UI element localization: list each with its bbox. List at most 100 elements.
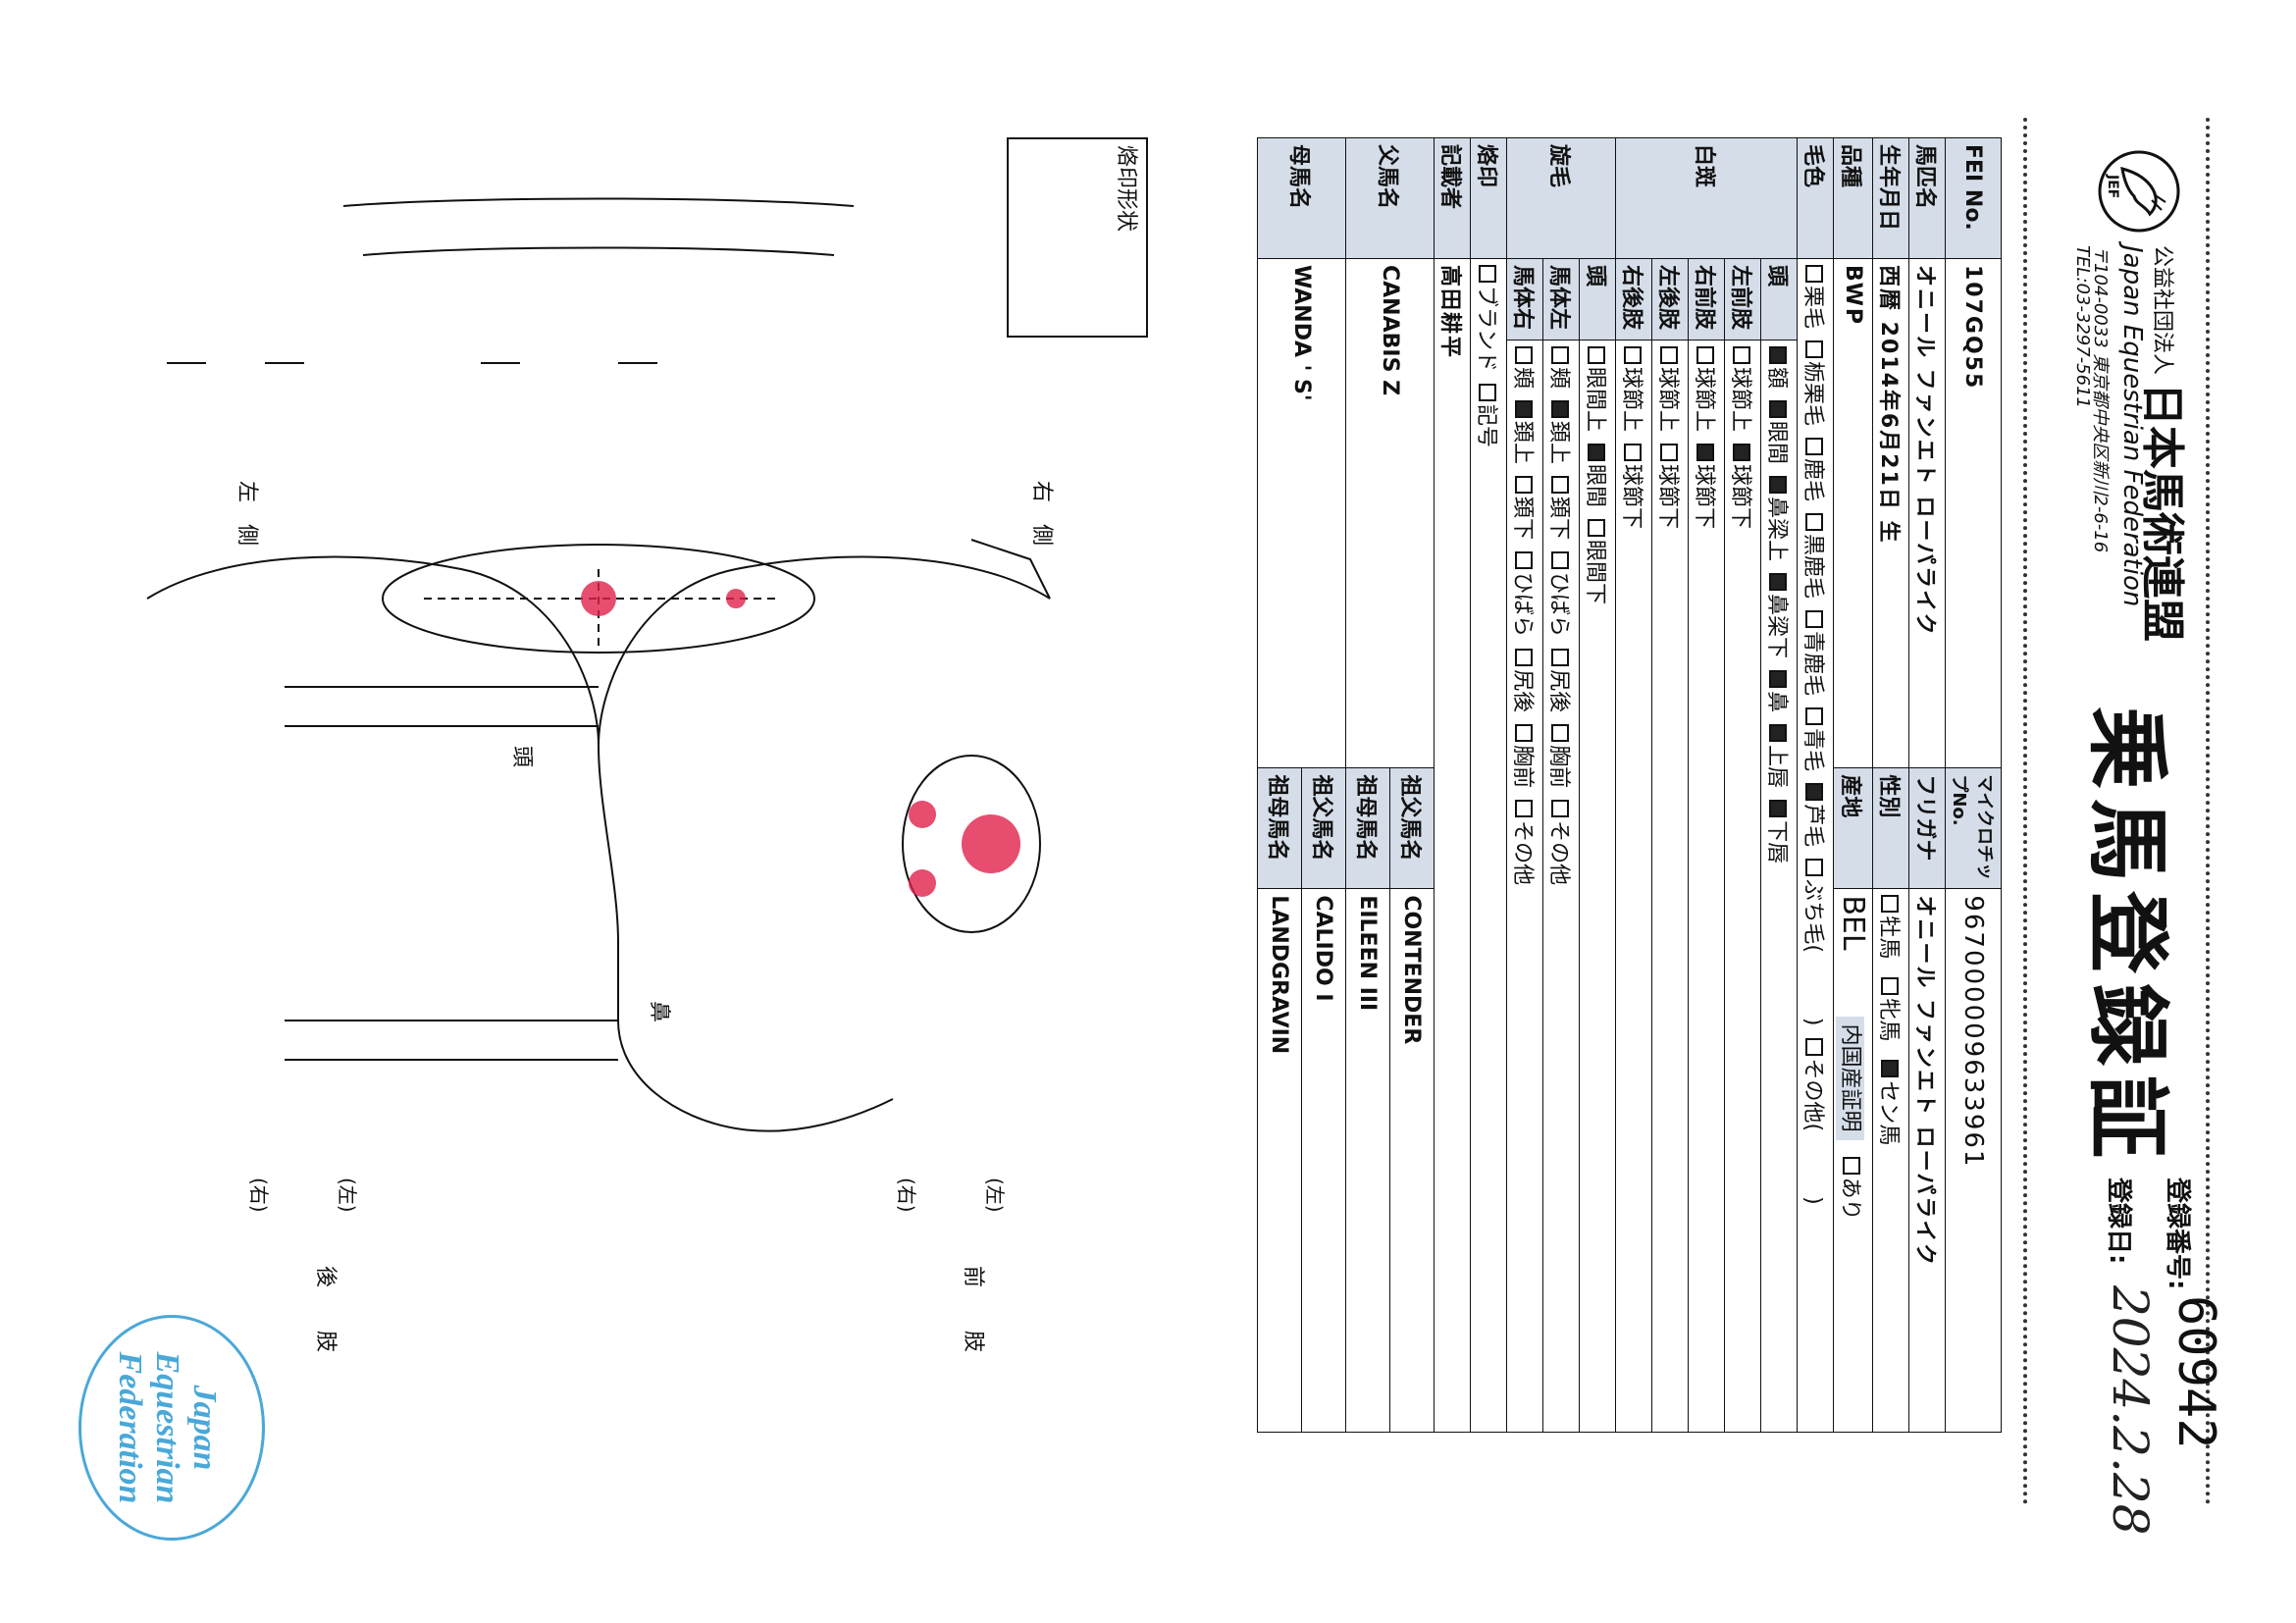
white-checkbox	[1769, 400, 1787, 419]
dotted-border-left	[2206, 118, 2210, 1505]
org-logo: JEF	[2095, 147, 2183, 236]
color-checkbox	[1805, 783, 1823, 802]
whorl-option: 眼間上	[1583, 346, 1607, 432]
whorl-option-label: 眼間上	[1583, 367, 1607, 433]
sire-label: 父馬名	[1345, 137, 1435, 259]
color-option: その他( )	[1800, 1037, 1825, 1205]
whorl-option-label: その他	[1546, 820, 1571, 886]
whorl-option: 頬	[1510, 346, 1535, 389]
white-checkbox	[1769, 724, 1787, 743]
color-option-label: 青鹿毛	[1800, 631, 1825, 697]
whorl-group-left: 馬体左	[1542, 258, 1580, 340]
granddam1-label: 祖母馬名	[1345, 767, 1390, 889]
color-option: 黒鹿毛	[1800, 513, 1825, 599]
white-checkbox	[1769, 346, 1787, 364]
color-option-label: 栗毛	[1800, 286, 1825, 330]
white-marking-1	[962, 814, 1020, 873]
white-checkbox	[1769, 573, 1787, 592]
whorl-checkbox	[1588, 519, 1605, 538]
front-legs-label: 前 肢	[961, 1266, 985, 1353]
whorl-option: 胸前	[1546, 724, 1571, 788]
whorl-option: その他	[1510, 800, 1535, 885]
whorl-checkbox	[1515, 649, 1533, 667]
whorl-checkbox	[1515, 551, 1533, 570]
whorl-checkbox	[1515, 724, 1533, 743]
white-option: 下唇	[1764, 800, 1789, 864]
white-option: 鼻梁下	[1764, 573, 1789, 658]
white-checkbox	[1769, 800, 1787, 818]
white-opts-rh: 球節上球節下	[1615, 340, 1652, 1433]
whorl-group-right: 馬体右	[1506, 258, 1543, 340]
whorl-checkbox	[1551, 400, 1569, 419]
whorl-option: 頚下	[1546, 476, 1571, 540]
white-marking-0	[581, 581, 616, 616]
white-option-label: 球節下	[1692, 464, 1716, 530]
whorl-checkbox	[1515, 400, 1533, 419]
white-option-label: 鼻梁下	[1764, 594, 1789, 659]
brand-checkbox	[1479, 384, 1496, 402]
whorl-opts-head: 眼間上眼間眼間下	[1579, 340, 1616, 1433]
white-checkbox	[1696, 346, 1714, 364]
reg-date: 2024.2.28	[2102, 1285, 2159, 1536]
whorl-option: 頚下	[1510, 476, 1535, 540]
white-option-label: 眼間	[1764, 421, 1789, 465]
white-option-label: 下唇	[1764, 820, 1789, 864]
furigana-label: フリガナ	[1908, 767, 1946, 889]
sex-label: 性別	[1872, 767, 1909, 889]
granddam1: EILEEN III	[1345, 888, 1390, 1433]
color-checkbox	[1805, 513, 1823, 532]
whorl-option: 頚上	[1510, 400, 1535, 464]
whorl-checkbox	[1551, 800, 1569, 818]
whorl-option-label: 尻後	[1510, 669, 1535, 713]
white-option: 球節下	[1619, 444, 1644, 529]
granddam2-label: 祖母馬名	[1257, 767, 1302, 889]
whorl-option: 眼間	[1583, 444, 1607, 507]
whorl-option: 尻後	[1546, 649, 1571, 712]
color-options: 栗毛栃栗毛鹿毛黒鹿毛青鹿毛青毛芦毛ぶち毛( )その他( )	[1797, 258, 1834, 1433]
registration-table: FEI No. 107GQ55 マイクロチップNo. 9670000096339…	[1257, 137, 2002, 1433]
whorl-checkbox	[1588, 444, 1605, 462]
recorder-label: 記載者	[1434, 137, 1471, 259]
whorl-opts-left: 頬頚上頚下ひばら尻後胸前その他	[1542, 340, 1580, 1433]
breed: BWP	[1833, 258, 1873, 768]
whorl-checkbox	[1515, 476, 1533, 495]
whorl-group-head: 頭	[1579, 258, 1616, 340]
white-option-label: 球節下	[1728, 464, 1752, 530]
white-opts-lf: 球節上球節下	[1724, 340, 1761, 1433]
right-side-label: 右 側	[1029, 481, 1054, 547]
white-checkbox	[1660, 444, 1678, 462]
color-checkbox	[1805, 1037, 1823, 1056]
whorl-option-label: ひばら	[1510, 572, 1535, 638]
sex-option: 牝馬	[1876, 977, 1901, 1041]
hind-left-label: (左)	[336, 1178, 359, 1213]
white-group-lh: 左後肢	[1651, 258, 1689, 340]
white-option-label: 球節上	[1728, 367, 1752, 433]
white-checkbox	[1769, 476, 1787, 495]
white-checkbox	[1733, 346, 1750, 364]
whorl-option-label: 頬	[1546, 367, 1571, 390]
white-option-label: 球節下	[1619, 464, 1644, 530]
white-option: 球節下	[1655, 444, 1680, 529]
sex-option: セン馬	[1876, 1060, 1901, 1145]
date-of-birth: 西暦 2014年6月21日 生	[1872, 258, 1909, 768]
brand-options: ブランド記号	[1470, 258, 1507, 1433]
domestic-label: 内国産証明	[1836, 1016, 1864, 1140]
head-label: 頭	[509, 746, 534, 768]
sex-checkbox-2	[1881, 1060, 1899, 1078]
org-name-en: Japan Equestrian Federation	[2117, 245, 2147, 607]
color-checkbox	[1805, 438, 1823, 456]
white-option-label: 球節上	[1655, 367, 1680, 433]
sex-checkbox-1	[1881, 977, 1899, 996]
white-option-label: 球節下	[1655, 464, 1680, 530]
white-option: 額	[1764, 346, 1789, 389]
color-option-label: 青毛	[1800, 728, 1825, 772]
domestic-checkbox	[1843, 1156, 1860, 1175]
white-option: 球節上	[1728, 346, 1752, 432]
recorder: 高田耕平	[1434, 258, 1471, 1433]
whorl-option: ひばら	[1510, 551, 1535, 637]
white-checkbox	[1660, 346, 1678, 364]
color-option-label: 鹿毛	[1800, 458, 1825, 502]
whorl-option: 頚上	[1546, 400, 1571, 464]
name-label: 馬匹名	[1908, 137, 1946, 259]
origin-cell: BEL 内国産証明 あり	[1833, 888, 1873, 1433]
